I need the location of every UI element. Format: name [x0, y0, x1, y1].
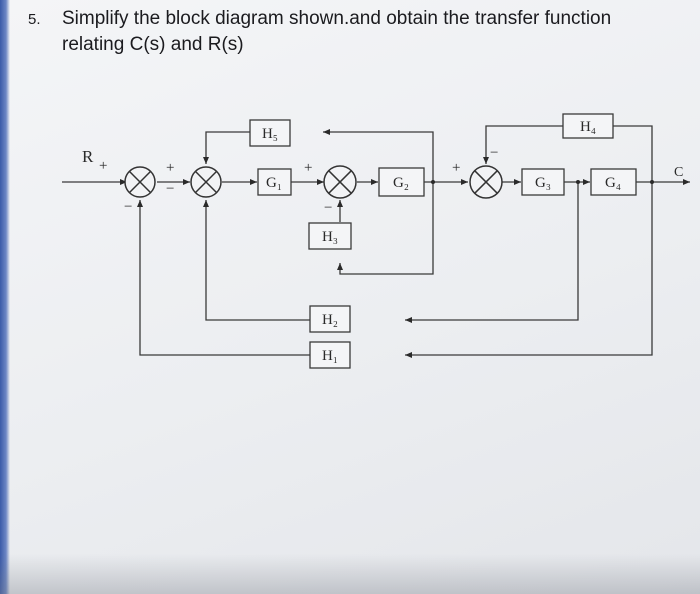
- sign-s1-feedback: −: [124, 199, 132, 215]
- h5-feedback-in-line: [323, 129, 434, 182]
- g4-block: [590, 168, 637, 196]
- photo-shadow: [0, 554, 700, 594]
- h4-feedback-in-line: [613, 125, 653, 182]
- h1-feedback-in-line: [405, 182, 653, 358]
- summing-junction-2: [190, 166, 222, 198]
- question-line-1: Simplify the block diagram shown.and obt…: [62, 8, 612, 29]
- sign-s2-input: +: [166, 160, 174, 176]
- g2-label: G₂: [393, 175, 409, 191]
- input-label-r: R: [82, 147, 94, 166]
- g3-label: G₃: [535, 175, 551, 191]
- h1-block: [309, 341, 351, 369]
- h2-feedback-out-line: [203, 200, 310, 321]
- branch-point-output: [650, 180, 654, 184]
- h3-block: [308, 222, 352, 250]
- h5-block: [249, 119, 291, 147]
- h2-label: H₂: [322, 312, 338, 328]
- h4-feedback-out-line: [483, 125, 563, 164]
- branch-point-g2: [431, 180, 435, 184]
- g1-block: [257, 168, 292, 196]
- sign-s4-input: +: [452, 160, 460, 176]
- sign-s3-input: +: [304, 160, 312, 176]
- h5-label: H₅: [262, 126, 278, 142]
- h1-label: H₁: [322, 348, 338, 364]
- page-edge: [0, 0, 10, 594]
- sign-s3-feedback: −: [324, 200, 332, 216]
- h2-block: [309, 305, 351, 333]
- g2-block: [378, 167, 425, 197]
- g3-block: [521, 168, 565, 196]
- sign-s1-input: +: [99, 158, 107, 174]
- question-line-2: relating C(s) and R(s): [62, 34, 244, 55]
- branch-point-g3: [576, 180, 580, 184]
- h1-feedback-out-line: [137, 200, 310, 356]
- question-text: 5. Simplify the block diagram shown.and o…: [28, 6, 668, 57]
- h4-label: H₄: [580, 119, 596, 135]
- g1-label: G₁: [266, 175, 282, 191]
- g4-label: G₄: [605, 175, 621, 191]
- sign-s4-feedback: −: [490, 145, 498, 161]
- h2-feedback-in-line: [405, 182, 579, 323]
- h5-feedback-out-line: [203, 131, 250, 164]
- question-number: 5.: [28, 11, 41, 28]
- output-label-c: C: [674, 165, 683, 180]
- h4-block: [562, 113, 614, 139]
- h3-feedback-in-line: [337, 182, 434, 275]
- summing-junction-4: [469, 165, 503, 199]
- sign-s2-feedback: −: [166, 181, 174, 197]
- summing-junction-3: [323, 165, 357, 199]
- summing-junction-1: [124, 166, 156, 198]
- h3-label: H₃: [322, 229, 338, 245]
